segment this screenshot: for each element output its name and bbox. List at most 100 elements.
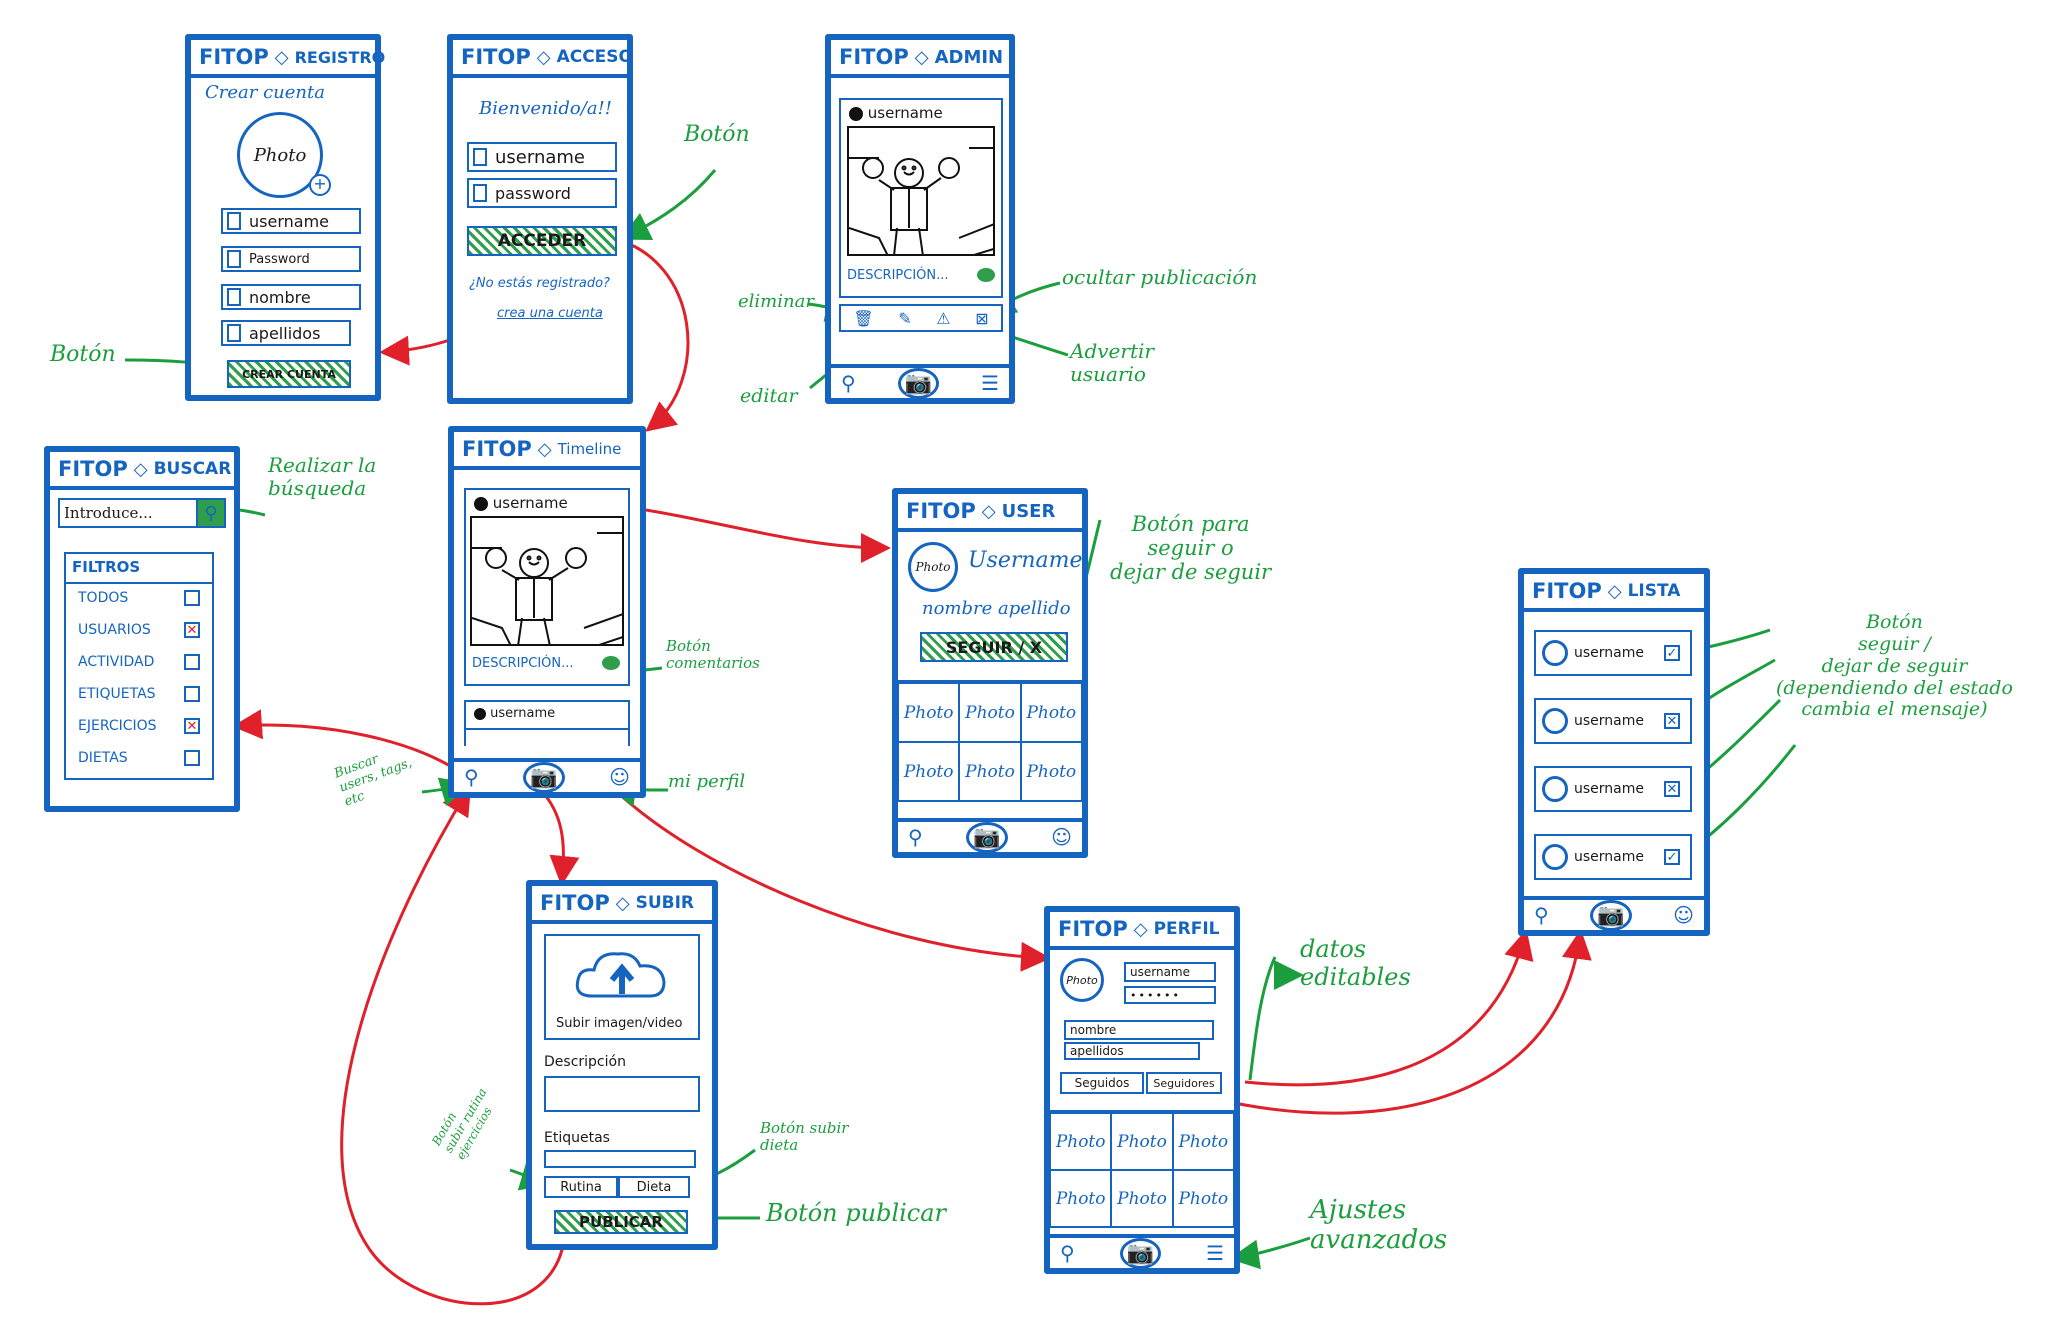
grid-photo[interactable]: Photo bbox=[1049, 1169, 1113, 1228]
filter-etiquetas[interactable]: ETIQUETAS bbox=[78, 686, 200, 702]
grid-photo[interactable]: Photo bbox=[897, 682, 961, 743]
annotation-boton-registro: Botón bbox=[50, 342, 116, 367]
admin-header: FITOP◇ADMIN bbox=[831, 40, 1009, 78]
grid-photo[interactable]: Photo bbox=[1019, 741, 1083, 802]
avatar-upload[interactable]: Photo bbox=[237, 112, 323, 198]
crear-cuenta-button[interactable]: CREAR CUENTA bbox=[227, 360, 351, 388]
annotation-ocultar: ocultar publicación bbox=[1062, 265, 1258, 289]
brand-logo: FITOP bbox=[461, 45, 531, 69]
grid-photo[interactable]: Photo bbox=[1171, 1112, 1235, 1171]
username-field[interactable]: username bbox=[221, 208, 361, 234]
perfil-photo-grid: Photo Photo Photo Photo Photo Photo bbox=[1049, 1110, 1235, 1228]
checkbox-icon[interactable] bbox=[184, 750, 200, 766]
edit-icon[interactable]: ✎ bbox=[898, 308, 912, 328]
checkbox-checked-icon[interactable]: ✕ bbox=[184, 622, 200, 638]
annotation-dieta: Botón subir dieta bbox=[760, 1119, 849, 1155]
warning-icon[interactable]: ⚠ bbox=[936, 308, 951, 328]
nombre-field[interactable]: nombre bbox=[221, 284, 361, 310]
comments-icon[interactable] bbox=[977, 268, 995, 282]
nombre-field[interactable]: nombre bbox=[1064, 1020, 1214, 1040]
register-link[interactable]: crea una cuenta bbox=[497, 306, 603, 321]
bottom-nav: ⚲ 📷 ☺ bbox=[454, 758, 640, 793]
grid-photo[interactable]: Photo bbox=[897, 741, 961, 802]
profile-icon[interactable]: ☺ bbox=[609, 765, 630, 789]
description-input[interactable] bbox=[544, 1076, 700, 1112]
subir-header: FITOP◇SUBIR bbox=[532, 886, 712, 924]
checkbox-checked-icon[interactable]: ✕ bbox=[184, 718, 200, 734]
profile-icon[interactable]: ☺ bbox=[1051, 825, 1072, 849]
filter-dietas[interactable]: DIETAS bbox=[78, 750, 200, 766]
seguidores-button[interactable]: Seguidores bbox=[1146, 1072, 1222, 1094]
filter-ejercicios[interactable]: EJERCICIOS✕ bbox=[78, 718, 200, 734]
check-icon[interactable]: ✓ bbox=[1664, 849, 1680, 865]
camera-icon[interactable]: 📷 bbox=[966, 821, 1008, 853]
buscar-header: FITOP◇BUSCAR bbox=[50, 452, 234, 490]
search-icon[interactable]: ⚲ bbox=[1534, 903, 1549, 927]
brand-logo: FITOP bbox=[462, 437, 532, 461]
avatar[interactable]: Photo bbox=[1060, 958, 1104, 1002]
upload-label: Subir imagen/video bbox=[556, 1016, 683, 1031]
checkbox-icon[interactable] bbox=[184, 654, 200, 670]
camera-icon[interactable]: 📷 bbox=[1590, 899, 1632, 931]
lista-header: FITOP◇LISTA bbox=[1524, 574, 1704, 612]
search-icon[interactable]: ⚲ bbox=[1060, 1241, 1075, 1265]
post-username[interactable]: username bbox=[474, 494, 568, 512]
annotation-editar: editar bbox=[740, 385, 798, 407]
tags-input[interactable] bbox=[544, 1150, 696, 1168]
password-field[interactable]: Password bbox=[221, 246, 361, 272]
avatar-placeholder: Photo bbox=[253, 144, 307, 166]
avatar: Photo bbox=[908, 542, 958, 592]
menu-icon[interactable]: ☰ bbox=[981, 371, 999, 395]
grid-photo[interactable]: Photo bbox=[1019, 682, 1083, 743]
grid-photo[interactable]: Photo bbox=[1171, 1169, 1235, 1228]
list-item: username✕ bbox=[1534, 766, 1692, 812]
grid-photo[interactable]: Photo bbox=[958, 741, 1022, 802]
filter-todos[interactable]: TODOS bbox=[78, 590, 200, 606]
rutina-button[interactable]: Rutina bbox=[544, 1176, 618, 1198]
filter-usuarios[interactable]: USUARIOS✕ bbox=[78, 622, 200, 638]
acceder-button[interactable]: ACCEDER bbox=[467, 226, 617, 256]
grid-photo[interactable]: Photo bbox=[958, 682, 1022, 743]
comments-icon[interactable] bbox=[602, 656, 620, 670]
password-field[interactable]: password bbox=[467, 178, 617, 208]
registro-heading: Crear cuenta bbox=[205, 82, 325, 103]
diamond-icon: ◇ bbox=[615, 892, 630, 914]
check-icon[interactable]: ✓ bbox=[1664, 645, 1680, 661]
camera-icon[interactable]: 📷 bbox=[1119, 1237, 1162, 1269]
search-submit-button[interactable]: ⚲ bbox=[196, 498, 226, 528]
grid-photo[interactable]: Photo bbox=[1110, 1112, 1174, 1171]
camera-icon[interactable]: 📷 bbox=[897, 367, 940, 399]
profile-icon[interactable]: ☺ bbox=[1673, 903, 1694, 927]
annotation-boton-acceso: Botón bbox=[684, 122, 750, 147]
apellidos-field[interactable]: apellidos bbox=[221, 320, 351, 346]
username-field[interactable]: username bbox=[467, 142, 617, 172]
checkbox-icon[interactable] bbox=[184, 686, 200, 702]
username-field[interactable]: username bbox=[1124, 962, 1216, 982]
grid-photo[interactable]: Photo bbox=[1110, 1169, 1174, 1228]
bottom-nav: ⚲ 📷 ☰ bbox=[831, 364, 1009, 399]
follow-button[interactable]: SEGUIR / X bbox=[920, 632, 1068, 662]
filter-actividad[interactable]: ACTIVIDAD bbox=[78, 654, 200, 670]
cross-icon[interactable]: ✕ bbox=[1664, 713, 1680, 729]
seguidos-button[interactable]: Seguidos bbox=[1060, 1072, 1144, 1094]
add-photo-icon[interactable]: + bbox=[309, 174, 331, 196]
cross-icon[interactable]: ✕ bbox=[1664, 781, 1680, 797]
dieta-button[interactable]: Dieta bbox=[618, 1176, 690, 1198]
search-icon[interactable]: ⚲ bbox=[908, 825, 923, 849]
diamond-icon: ◇ bbox=[914, 46, 929, 68]
password-field[interactable]: •••••• bbox=[1124, 986, 1216, 1004]
camera-icon[interactable]: 📷 bbox=[523, 761, 565, 793]
apellidos-field[interactable]: apellidos bbox=[1064, 1042, 1200, 1060]
menu-icon[interactable]: ☰ bbox=[1206, 1241, 1224, 1265]
grid-photo[interactable]: Photo bbox=[1049, 1112, 1113, 1171]
checkbox-icon[interactable] bbox=[184, 590, 200, 606]
trash-icon[interactable]: 🗑 bbox=[853, 308, 874, 328]
post-username[interactable]: username bbox=[474, 706, 555, 721]
upload-area[interactable]: Subir imagen/video bbox=[544, 934, 700, 1040]
publicar-button[interactable]: PUBLICAR bbox=[554, 1210, 688, 1234]
search-icon[interactable]: ⚲ bbox=[841, 371, 856, 395]
diamond-icon: ◇ bbox=[537, 438, 552, 460]
hide-icon[interactable]: ⊠ bbox=[975, 308, 989, 328]
timeline-header: FITOP◇Timeline bbox=[454, 432, 640, 470]
search-icon[interactable]: ⚲ bbox=[464, 765, 479, 789]
